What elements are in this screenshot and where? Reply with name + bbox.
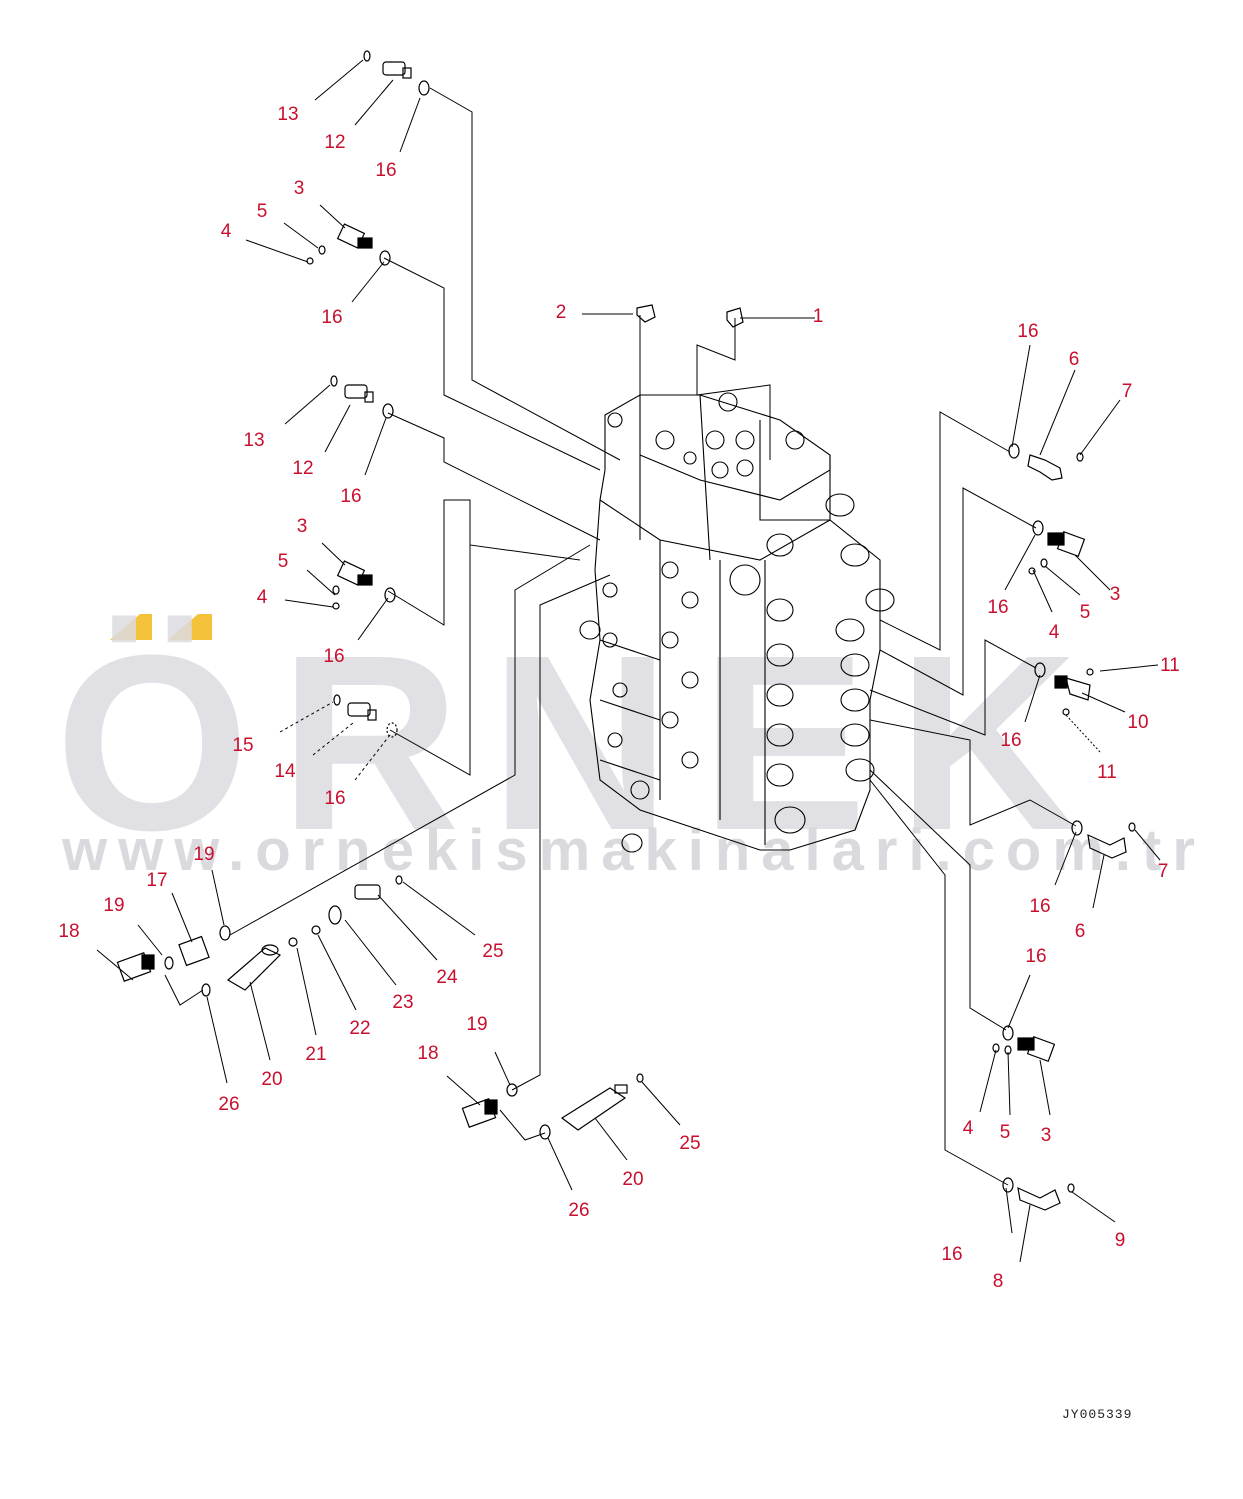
callout-16: 16: [323, 646, 344, 667]
components: [116, 50, 1136, 1211]
callout-21: 21: [305, 1044, 326, 1065]
callout-6: 6: [1075, 921, 1086, 942]
callout-16: 16: [1029, 896, 1050, 917]
callout-24: 24: [436, 967, 458, 988]
callout-5: 5: [257, 201, 268, 222]
callout-4: 4: [257, 587, 268, 608]
callout-leaders: [96, 59, 1161, 1263]
callout-12: 12: [324, 132, 345, 153]
routing-lines-right: [869, 411, 1077, 1186]
callout-13: 13: [243, 430, 264, 451]
drawing-code: JY005339: [1062, 1407, 1133, 1422]
callout-16: 16: [941, 1244, 962, 1265]
callout-6: 6: [1069, 349, 1080, 370]
callout-4: 4: [221, 221, 232, 242]
callout-17: 17: [146, 870, 167, 891]
callout-11: 11: [1097, 762, 1117, 783]
sensor-3-top: [306, 223, 391, 266]
callout-7: 7: [1158, 861, 1169, 882]
sensor-3-mid: [332, 560, 396, 610]
callout-11: 11: [1160, 655, 1180, 676]
callout-26: 26: [218, 1094, 239, 1115]
callout-1: 1: [813, 306, 824, 327]
callout-16: 16: [324, 788, 345, 809]
sensor-3-bottom: [992, 1025, 1056, 1062]
callout-4: 4: [1049, 622, 1060, 643]
callout-8: 8: [993, 1271, 1004, 1292]
control-valve-body: [579, 392, 895, 853]
routing-lines-left: [164, 87, 771, 1141]
callout-20: 20: [261, 1069, 282, 1090]
plug-2: [636, 304, 656, 323]
callout-16: 16: [1017, 321, 1038, 342]
sensor-3-right: [1028, 520, 1086, 575]
callout-7: 7: [1122, 381, 1133, 402]
fitting-12-mid: [330, 375, 394, 419]
callout-19: 19: [466, 1014, 487, 1035]
callout-12: 12: [292, 458, 313, 479]
lower-left-parts: [116, 875, 403, 997]
callout-26: 26: [568, 1200, 589, 1221]
fitting-12-top: [363, 50, 430, 96]
callout-5: 5: [1000, 1122, 1011, 1143]
callout-2: 2: [556, 302, 567, 323]
callout-3: 3: [294, 178, 305, 199]
plug-1: [726, 307, 744, 328]
callout-16: 16: [321, 307, 342, 328]
callout-10: 10: [1127, 712, 1148, 733]
fitting-10: [1034, 662, 1094, 716]
callout-19: 19: [103, 895, 124, 916]
callout-9: 9: [1115, 1230, 1126, 1251]
callout-16: 16: [1000, 730, 1021, 751]
callout-16: 16: [1025, 946, 1046, 967]
callout-4: 4: [963, 1118, 974, 1139]
callout-13: 13: [277, 104, 298, 125]
callout-3: 3: [1110, 584, 1121, 605]
elbow-8: [1002, 1177, 1075, 1211]
elbow-6-right: [1071, 820, 1136, 859]
lower-center-parts: [461, 1073, 644, 1140]
callout-16: 16: [987, 597, 1008, 618]
callout-18: 18: [417, 1043, 438, 1064]
callout-3: 3: [1041, 1125, 1052, 1146]
callout-15: 15: [232, 735, 253, 756]
callout-16: 16: [375, 160, 396, 181]
callout-22: 22: [349, 1018, 370, 1039]
callout-25: 25: [679, 1133, 700, 1154]
callout-3: 3: [297, 516, 308, 537]
callout-19: 19: [193, 844, 214, 865]
callout-14: 14: [274, 761, 296, 782]
elbow-6-top: [1008, 443, 1084, 481]
callout-5: 5: [1080, 602, 1091, 623]
callout-20: 20: [622, 1169, 643, 1190]
callout-18: 18: [58, 921, 79, 942]
callout-25: 25: [482, 941, 503, 962]
callout-16: 16: [340, 486, 361, 507]
callout-5: 5: [278, 551, 289, 572]
callout-23: 23: [392, 992, 413, 1013]
fitting-14: [333, 694, 398, 738]
